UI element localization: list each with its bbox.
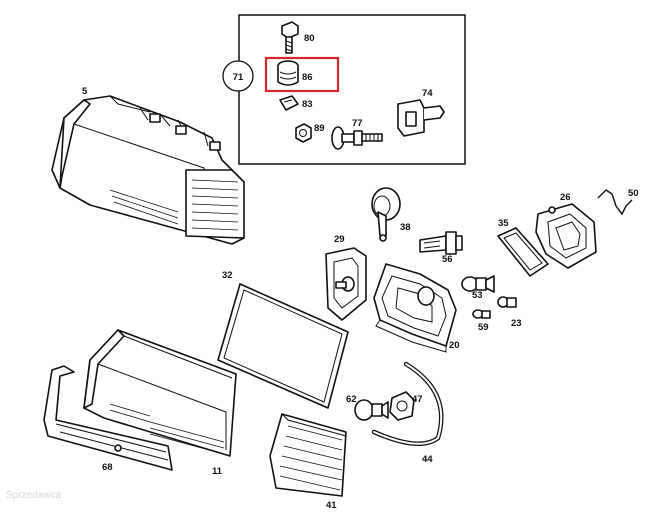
part-80-screw xyxy=(281,21,299,54)
label-62: 62 xyxy=(346,394,357,405)
part-56-bulb xyxy=(419,231,463,255)
label-83: 83 xyxy=(302,99,313,110)
label-86: 86 xyxy=(302,72,313,83)
label-47: 47 xyxy=(412,394,423,405)
part-89-nut xyxy=(295,123,312,143)
label-23: 23 xyxy=(511,318,522,329)
label-59: 59 xyxy=(478,322,489,333)
part-32-lens-seal xyxy=(217,283,349,409)
label-56: 56 xyxy=(442,254,453,265)
label-20: 20 xyxy=(449,340,460,351)
highlight-box-86 xyxy=(264,56,340,93)
label-68: 68 xyxy=(102,462,113,473)
label-80: 80 xyxy=(304,33,315,44)
label-5: 5 xyxy=(82,86,88,97)
label-50: 50 xyxy=(628,188,639,199)
part-83-spring-clip xyxy=(279,95,299,111)
label-77: 77 xyxy=(352,118,363,129)
part-62-bulb xyxy=(354,399,389,421)
part-35-gasket xyxy=(497,227,549,277)
label-29: 29 xyxy=(334,234,345,245)
part-41-indicator-lens xyxy=(269,413,347,497)
part-38-bulb-cap xyxy=(371,187,401,242)
part-29-side-reflector xyxy=(325,247,367,321)
label-38: 38 xyxy=(400,222,411,233)
label-53: 53 xyxy=(472,290,483,301)
label-11: 11 xyxy=(212,466,223,477)
part-26-reflector xyxy=(535,203,597,269)
label-26: 26 xyxy=(560,192,571,203)
part-59-bulb xyxy=(472,309,491,319)
label-32: 32 xyxy=(222,270,233,281)
label-35: 35 xyxy=(498,218,509,229)
part-68-trim-strip xyxy=(43,365,173,471)
part-74-adjuster xyxy=(397,99,445,137)
label-71: 71 xyxy=(233,72,244,83)
part-44-seal-strip xyxy=(371,361,444,446)
label-44: 44 xyxy=(422,454,433,465)
watermark: Sprzedawca xyxy=(6,490,61,501)
part-86-clip-nut xyxy=(277,60,299,86)
part-5-headlamp-housing xyxy=(51,95,245,245)
part-20-main-reflector xyxy=(373,263,457,353)
part-23-bulb xyxy=(497,296,517,308)
callout-circle-71 xyxy=(222,60,254,92)
part-47-bulb-holder xyxy=(389,391,415,421)
label-89: 89 xyxy=(314,123,325,134)
part-53-bulb xyxy=(461,275,495,293)
part-50-wire-clip xyxy=(597,189,633,216)
label-41: 41 xyxy=(326,500,337,511)
part-11-headlamp-lens xyxy=(83,329,237,457)
part-77-adjusting-bolt xyxy=(331,126,383,150)
label-74: 74 xyxy=(422,88,433,99)
